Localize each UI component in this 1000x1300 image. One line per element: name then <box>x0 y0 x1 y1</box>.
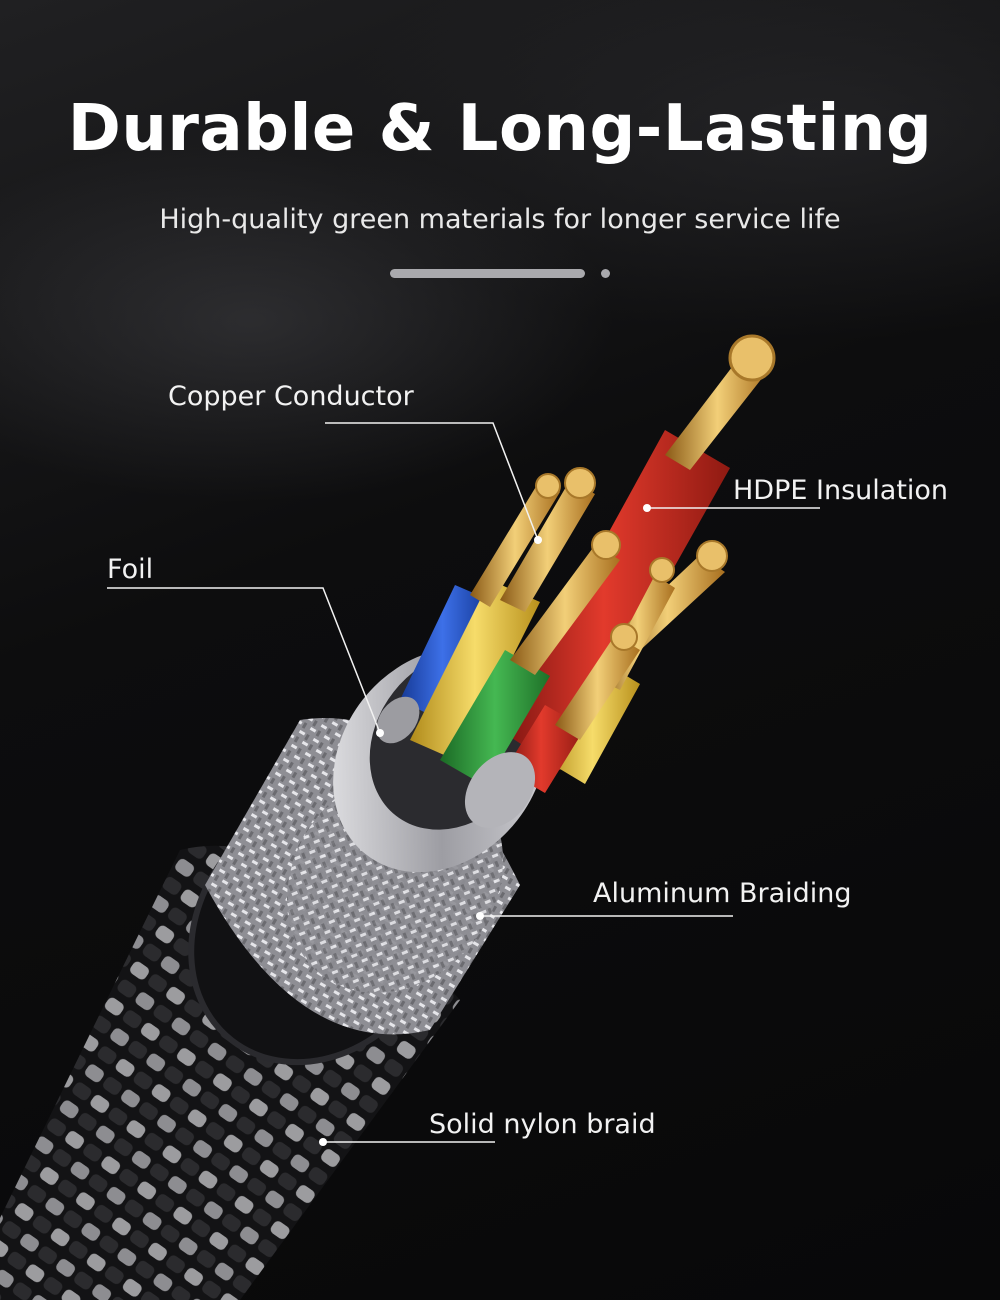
callout-copper-conductor: Copper Conductor <box>168 381 414 412</box>
callout-hdpe-insulation: HDPE Insulation <box>733 475 949 506</box>
slide-indicator-active <box>390 269 585 278</box>
foil-leader-line <box>107 587 381 734</box>
callout-foil: Foil <box>107 554 154 585</box>
slide-indicator <box>390 268 630 280</box>
callout-nylon-braid: Solid nylon braid <box>429 1109 656 1140</box>
callout-leader-lines <box>107 422 820 1143</box>
copper-strands <box>470 334 776 740</box>
insulated-wires <box>376 430 730 828</box>
callout-aluminum-braiding: Aluminum Braiding <box>593 878 852 909</box>
copper-leader-line <box>325 422 539 541</box>
slide-indicator-dot <box>601 269 610 278</box>
page-title: Durable & Long-Lasting <box>67 92 933 166</box>
callout-dots <box>319 504 651 1146</box>
page-subtitle: High-quality green materials for longer … <box>159 204 841 235</box>
